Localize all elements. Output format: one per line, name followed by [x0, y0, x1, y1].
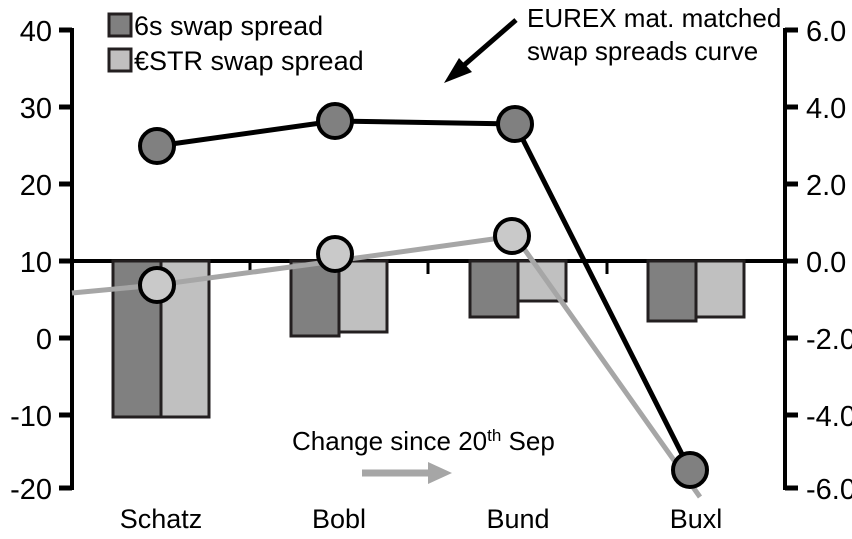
bar-group-bobl [289, 259, 389, 338]
right-axis-tick-0: 6.0 [806, 16, 846, 48]
left-axis-tick-0: 40 [20, 16, 52, 48]
right-axis: 6.0 4.0 2.0 0.0 -2.0 -4.0 -6.0 [783, 16, 852, 506]
change-note-tail: Sep [501, 426, 555, 456]
bar-bobl-estr [337, 259, 389, 334]
bar-buxl-6s [646, 259, 698, 323]
bar-group-buxl [646, 259, 746, 323]
change-note-main: Change since 20 [292, 426, 487, 456]
left-axis-tick-1: 30 [20, 93, 52, 125]
callout-arrow-icon [444, 18, 518, 83]
gray-line-marker-schatz [138, 266, 176, 304]
legend-label-estr: €STR swap spread [134, 46, 364, 76]
right-axis-tick-2: 2.0 [806, 170, 846, 202]
right-axis-tick-1: 4.0 [806, 93, 846, 125]
right-axis-tick-6: -6.0 [806, 474, 852, 506]
category-labels: Schatz Bobl Bund Buxl [120, 504, 723, 534]
change-since-annotation: Change since 20th Sep [292, 426, 555, 484]
legend: 6s swap spread €STR swap spread [107, 11, 364, 76]
eurex-note-line-1: EUREX mat. matched [527, 3, 781, 33]
bar-buxl-estr [694, 259, 746, 319]
category-label-bund: Bund [486, 504, 549, 534]
eurex-curve-annotation: EUREX mat. matched swap spreads curve [444, 3, 781, 83]
right-axis-tick-4: -2.0 [806, 324, 852, 356]
eurex-marker-buxl [671, 451, 709, 489]
eurex-marker-bund [496, 105, 534, 143]
change-note-text: Change since 20th Sep [292, 426, 555, 456]
left-axis-tick-5: -10 [10, 401, 52, 433]
left-axis-tick-4: 0 [36, 324, 52, 356]
left-axis-tick-3: 10 [20, 247, 52, 279]
left-axis-tick-2: 20 [20, 170, 52, 202]
right-axis-tick-3: 0.0 [806, 247, 846, 279]
gray-line-marker-bund [493, 217, 531, 255]
right-axis-tick-5: -4.0 [806, 401, 852, 433]
legend-label-6s: 6s swap spread [134, 11, 323, 41]
left-axis-tick-6: -20 [10, 474, 52, 506]
category-label-buxl: Buxl [670, 504, 723, 534]
gray-change-line-series [71, 217, 703, 499]
change-arrow-icon [362, 462, 452, 484]
category-label-schatz: Schatz [120, 504, 203, 534]
legend-swatch-estr [107, 47, 133, 73]
left-axis: 40 30 20 10 0 -10 -20 [10, 16, 74, 506]
eurex-curve-series [138, 102, 709, 489]
eurex-note-line-2: swap spreads curve [527, 36, 758, 66]
eurex-marker-schatz [138, 127, 176, 165]
eurex-marker-bobl [316, 102, 354, 140]
legend-swatch-6s [107, 12, 133, 38]
gray-line-marker-bobl [316, 235, 354, 273]
bar-bund-6s [468, 259, 520, 319]
change-note-superscript: th [487, 426, 501, 445]
category-label-bobl: Bobl [312, 504, 366, 534]
